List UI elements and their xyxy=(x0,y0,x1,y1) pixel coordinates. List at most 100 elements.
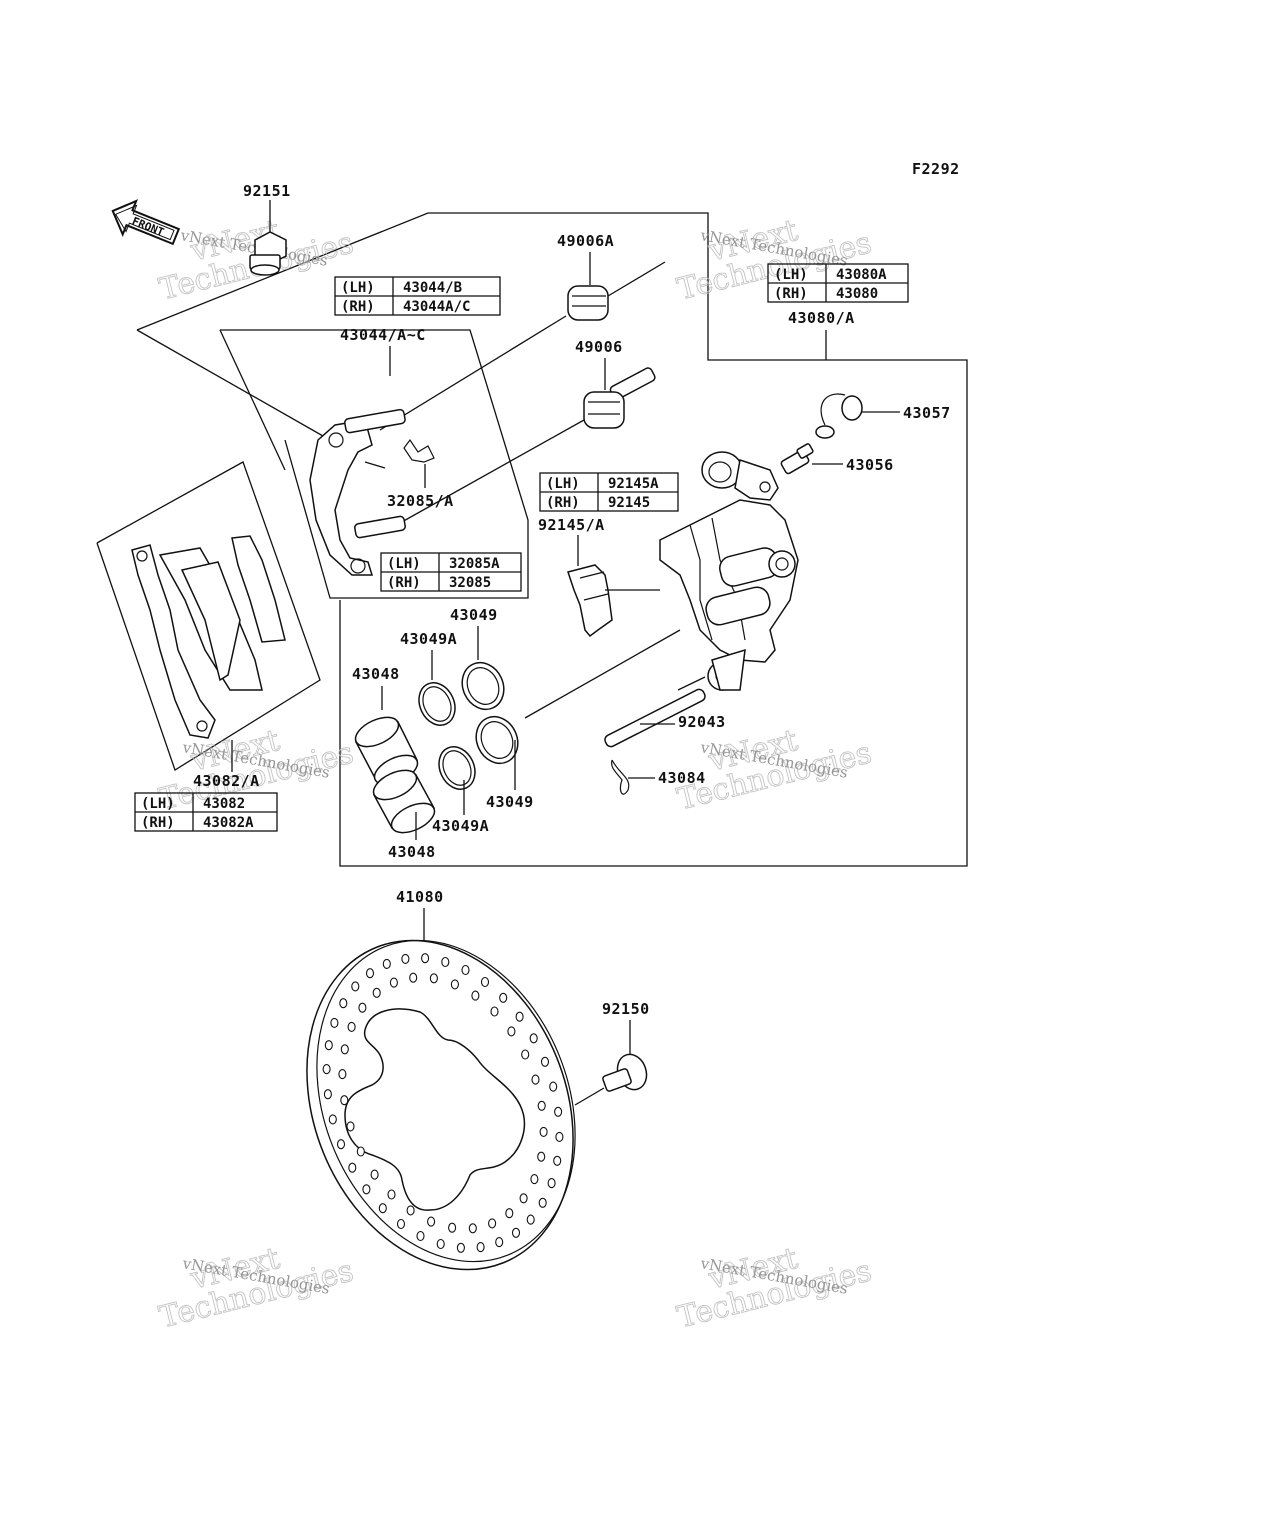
svg-text:49006A: 49006A xyxy=(557,232,614,250)
seal-43049-a xyxy=(461,661,505,711)
disc-hole xyxy=(505,1208,514,1219)
disc-hole xyxy=(409,972,418,983)
disc-hole xyxy=(406,1205,415,1216)
table-92145: (LH) 92145A (RH) 92145 xyxy=(539,472,679,512)
disc-hole xyxy=(554,1106,563,1117)
svg-text:43082/A: 43082/A xyxy=(193,772,260,790)
svg-text:92145: 92145 xyxy=(608,495,650,511)
svg-text:43049: 43049 xyxy=(450,606,498,624)
disc-hole xyxy=(346,1121,355,1132)
part-92043-pin: 92043 xyxy=(604,676,726,748)
disc-hole xyxy=(511,1227,521,1238)
svg-text:(LH): (LH) xyxy=(141,796,175,812)
disc-hole xyxy=(540,1056,550,1067)
part-49006A-boot: 49006A xyxy=(379,232,666,431)
disc-hole xyxy=(490,1006,499,1017)
disc-hole xyxy=(499,992,508,1003)
disc-hole xyxy=(507,1026,516,1037)
part-32085-spring: 32085/A xyxy=(387,438,453,510)
svg-text:41080: 41080 xyxy=(396,888,444,906)
disc-vent-holes xyxy=(322,953,564,1253)
svg-text:43049A: 43049A xyxy=(400,630,457,648)
svg-text:92151: 92151 xyxy=(243,182,291,200)
svg-text:(LH): (LH) xyxy=(387,556,421,572)
disc-hole xyxy=(348,1162,357,1173)
disc-hole xyxy=(378,1203,387,1214)
label-43044: 43044/A~C xyxy=(340,326,426,344)
disc-hole xyxy=(537,1151,546,1162)
disc-hole xyxy=(495,1237,504,1248)
disc-hole xyxy=(372,987,381,998)
disc-hole xyxy=(476,1242,485,1253)
disc-hole xyxy=(531,1074,540,1085)
figure-code: F2292 xyxy=(912,160,960,178)
svg-text:43057: 43057 xyxy=(903,404,951,422)
svg-text:49006: 49006 xyxy=(575,338,623,356)
label-92145: 92145/A xyxy=(538,516,605,534)
disc-hole xyxy=(416,1230,425,1242)
disc-hole xyxy=(401,953,410,964)
disc-hole xyxy=(427,1216,436,1227)
disc-hole xyxy=(340,1095,349,1106)
svg-text:92150: 92150 xyxy=(602,1000,650,1018)
svg-text:43049A: 43049A xyxy=(432,817,489,835)
svg-text:43048: 43048 xyxy=(352,665,400,683)
disc-hole xyxy=(340,1044,349,1055)
part-49006-boot: 49006 xyxy=(399,338,656,524)
piston-seal-group: 43049 43049A 43048 43049 43049A 43048 xyxy=(352,606,681,861)
svg-text:(LH): (LH) xyxy=(546,476,580,492)
svg-text:(RH): (RH) xyxy=(341,299,375,315)
svg-text:32085: 32085 xyxy=(449,575,491,591)
svg-text:43082A: 43082A xyxy=(203,815,254,831)
disc-hole xyxy=(448,1222,457,1233)
seal-43049-b xyxy=(475,715,519,765)
disc-hole xyxy=(468,1223,477,1234)
part-92151: 92151 xyxy=(243,182,291,276)
svg-text:92043: 92043 xyxy=(678,713,726,731)
svg-text:43044/B: 43044/B xyxy=(403,280,462,296)
disc-hole xyxy=(365,968,375,979)
svg-text:43080A: 43080A xyxy=(836,267,887,283)
disc-hole xyxy=(530,1174,539,1185)
part-43080-caliper xyxy=(659,451,799,691)
disc-hole xyxy=(421,953,430,964)
disc-hole xyxy=(323,1089,332,1100)
svg-text:92145A: 92145A xyxy=(608,476,659,492)
svg-text:(RH): (RH) xyxy=(387,575,421,591)
disc-hole xyxy=(539,1126,548,1137)
table-43044: (LH) 43044/B (RH) 43044A/C xyxy=(334,276,501,316)
seal-43049A-b xyxy=(438,746,476,790)
disc-hole xyxy=(356,1146,365,1157)
disc-hole xyxy=(358,1002,367,1013)
part-92150-bolt: 92150 xyxy=(574,1000,650,1106)
svg-text:32085A: 32085A xyxy=(449,556,500,572)
svg-text:43048: 43048 xyxy=(388,843,436,861)
svg-text:43044A/C: 43044A/C xyxy=(403,299,470,315)
disc-hole xyxy=(538,1197,547,1208)
part-43082-brake-pads: 43082/A xyxy=(131,535,286,790)
svg-text:43080: 43080 xyxy=(836,286,878,302)
disc-hole xyxy=(387,1189,396,1200)
svg-text:43082: 43082 xyxy=(203,796,245,812)
label-43080: 43080/A xyxy=(788,309,855,327)
disc-hole xyxy=(429,973,438,984)
disc-hole xyxy=(461,964,470,976)
table-43080: (LH) 43080A (RH) 43080 xyxy=(767,263,909,303)
disc-hole xyxy=(526,1214,535,1225)
table-43082: (LH) 43082 (RH) 43082A xyxy=(134,792,278,832)
disc-hole xyxy=(537,1100,546,1111)
part-43084-clip: 43084 xyxy=(611,759,705,795)
svg-text:(LH): (LH) xyxy=(341,280,375,296)
part-92145-pad-spring xyxy=(567,564,660,638)
svg-text:43056: 43056 xyxy=(846,456,894,474)
disc-hole xyxy=(328,1114,337,1125)
front-arrow-icon: FRONT xyxy=(111,199,181,246)
disc-hole xyxy=(330,1017,339,1028)
svg-text:43049: 43049 xyxy=(486,793,534,811)
disc-hole xyxy=(515,1011,524,1022)
disc-hole xyxy=(370,1169,379,1180)
disc-hole xyxy=(555,1131,564,1142)
disc-hole xyxy=(322,1064,331,1075)
part-43057-cap: 43057 xyxy=(815,393,951,439)
